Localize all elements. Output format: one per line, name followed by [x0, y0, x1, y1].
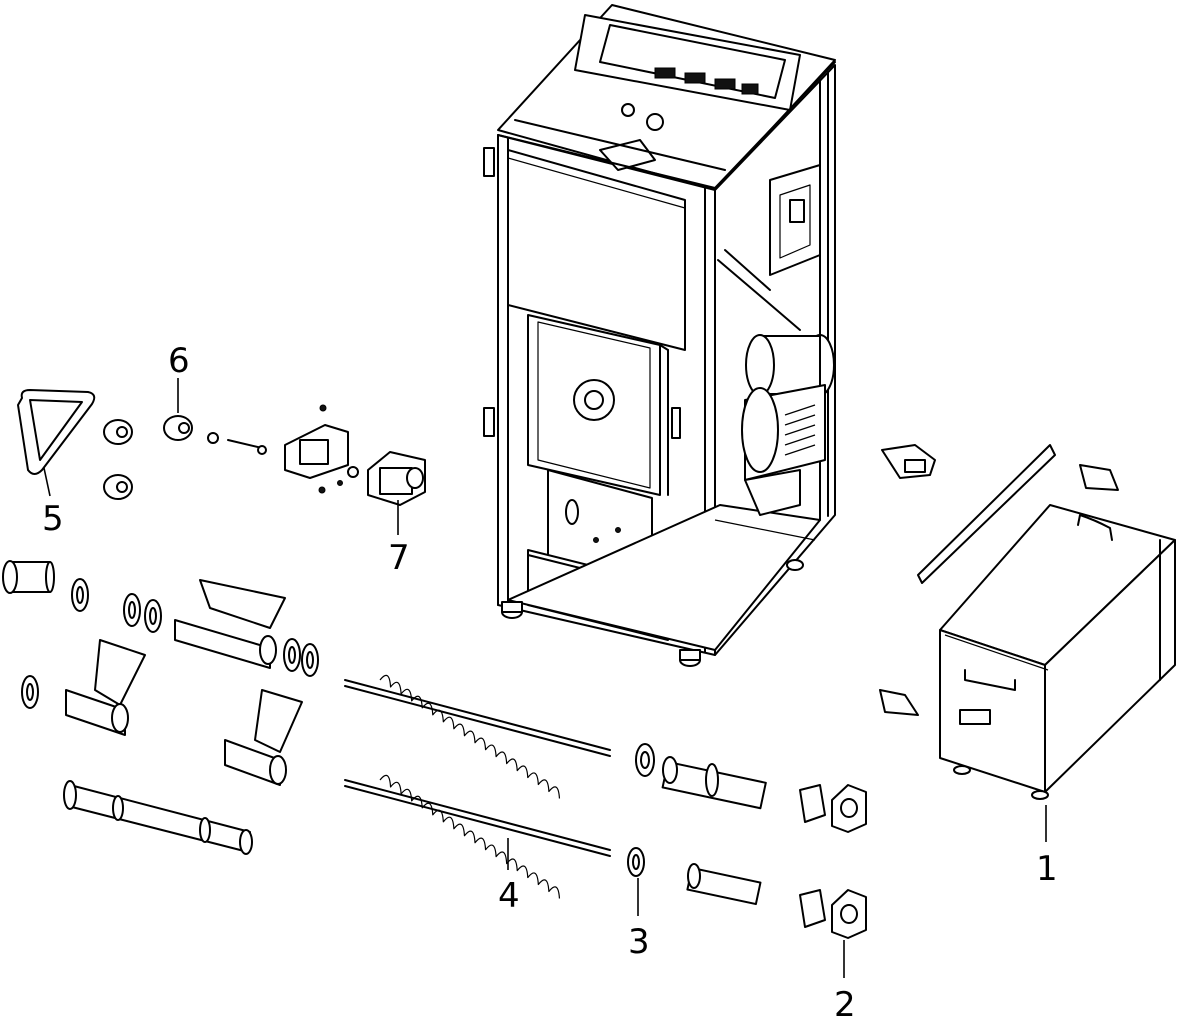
part-7-gearmotor [367, 451, 426, 506]
callout-1: 1 [1036, 849, 1058, 889]
rail-shaft [63, 780, 253, 855]
callout-4: 4 [498, 876, 520, 916]
hopper-bracket-left [879, 689, 919, 716]
callout-leaders [43, 378, 1047, 978]
hopper-bracket-top [881, 444, 936, 479]
part-2-end-cap-lower [831, 889, 867, 939]
part-3-seal-ring-lower [627, 847, 645, 877]
part-4-auger-screw-upper [344, 674, 611, 799]
inlet-pipe-left [2, 560, 55, 594]
feed-chute-left [65, 639, 146, 736]
part-4-auger-screw-lower [344, 774, 611, 899]
callout-3: 3 [628, 922, 650, 962]
hopper-side-plate [917, 444, 1056, 584]
callout-7: 7 [388, 538, 410, 578]
callout-labels: 1 2 3 4 5 6 7 [42, 341, 1058, 1024]
hopper-bracket-right [1079, 464, 1119, 491]
callout-2: 2 [834, 985, 856, 1024]
part-2-end-cap-upper [831, 784, 867, 833]
coupling-upper [799, 784, 826, 823]
motor-mount-bracket [284, 404, 359, 494]
part-5-drive-belt [17, 389, 96, 475]
feed-chute-lower [224, 689, 303, 786]
callout-6: 6 [168, 341, 190, 381]
seal-rings-left [21, 578, 319, 709]
feed-chute-upper [174, 579, 286, 669]
callout-5: 5 [42, 499, 64, 539]
part-1-hopper-box [939, 504, 1176, 800]
auger-tube-lower [686, 863, 762, 906]
auger-tube-upper [661, 756, 767, 810]
coupling-lower [799, 889, 826, 928]
stove-cabinet-frame [483, 4, 836, 667]
part-6-pulley-set [103, 415, 267, 500]
part-3-seal-ring-upper [635, 743, 655, 777]
